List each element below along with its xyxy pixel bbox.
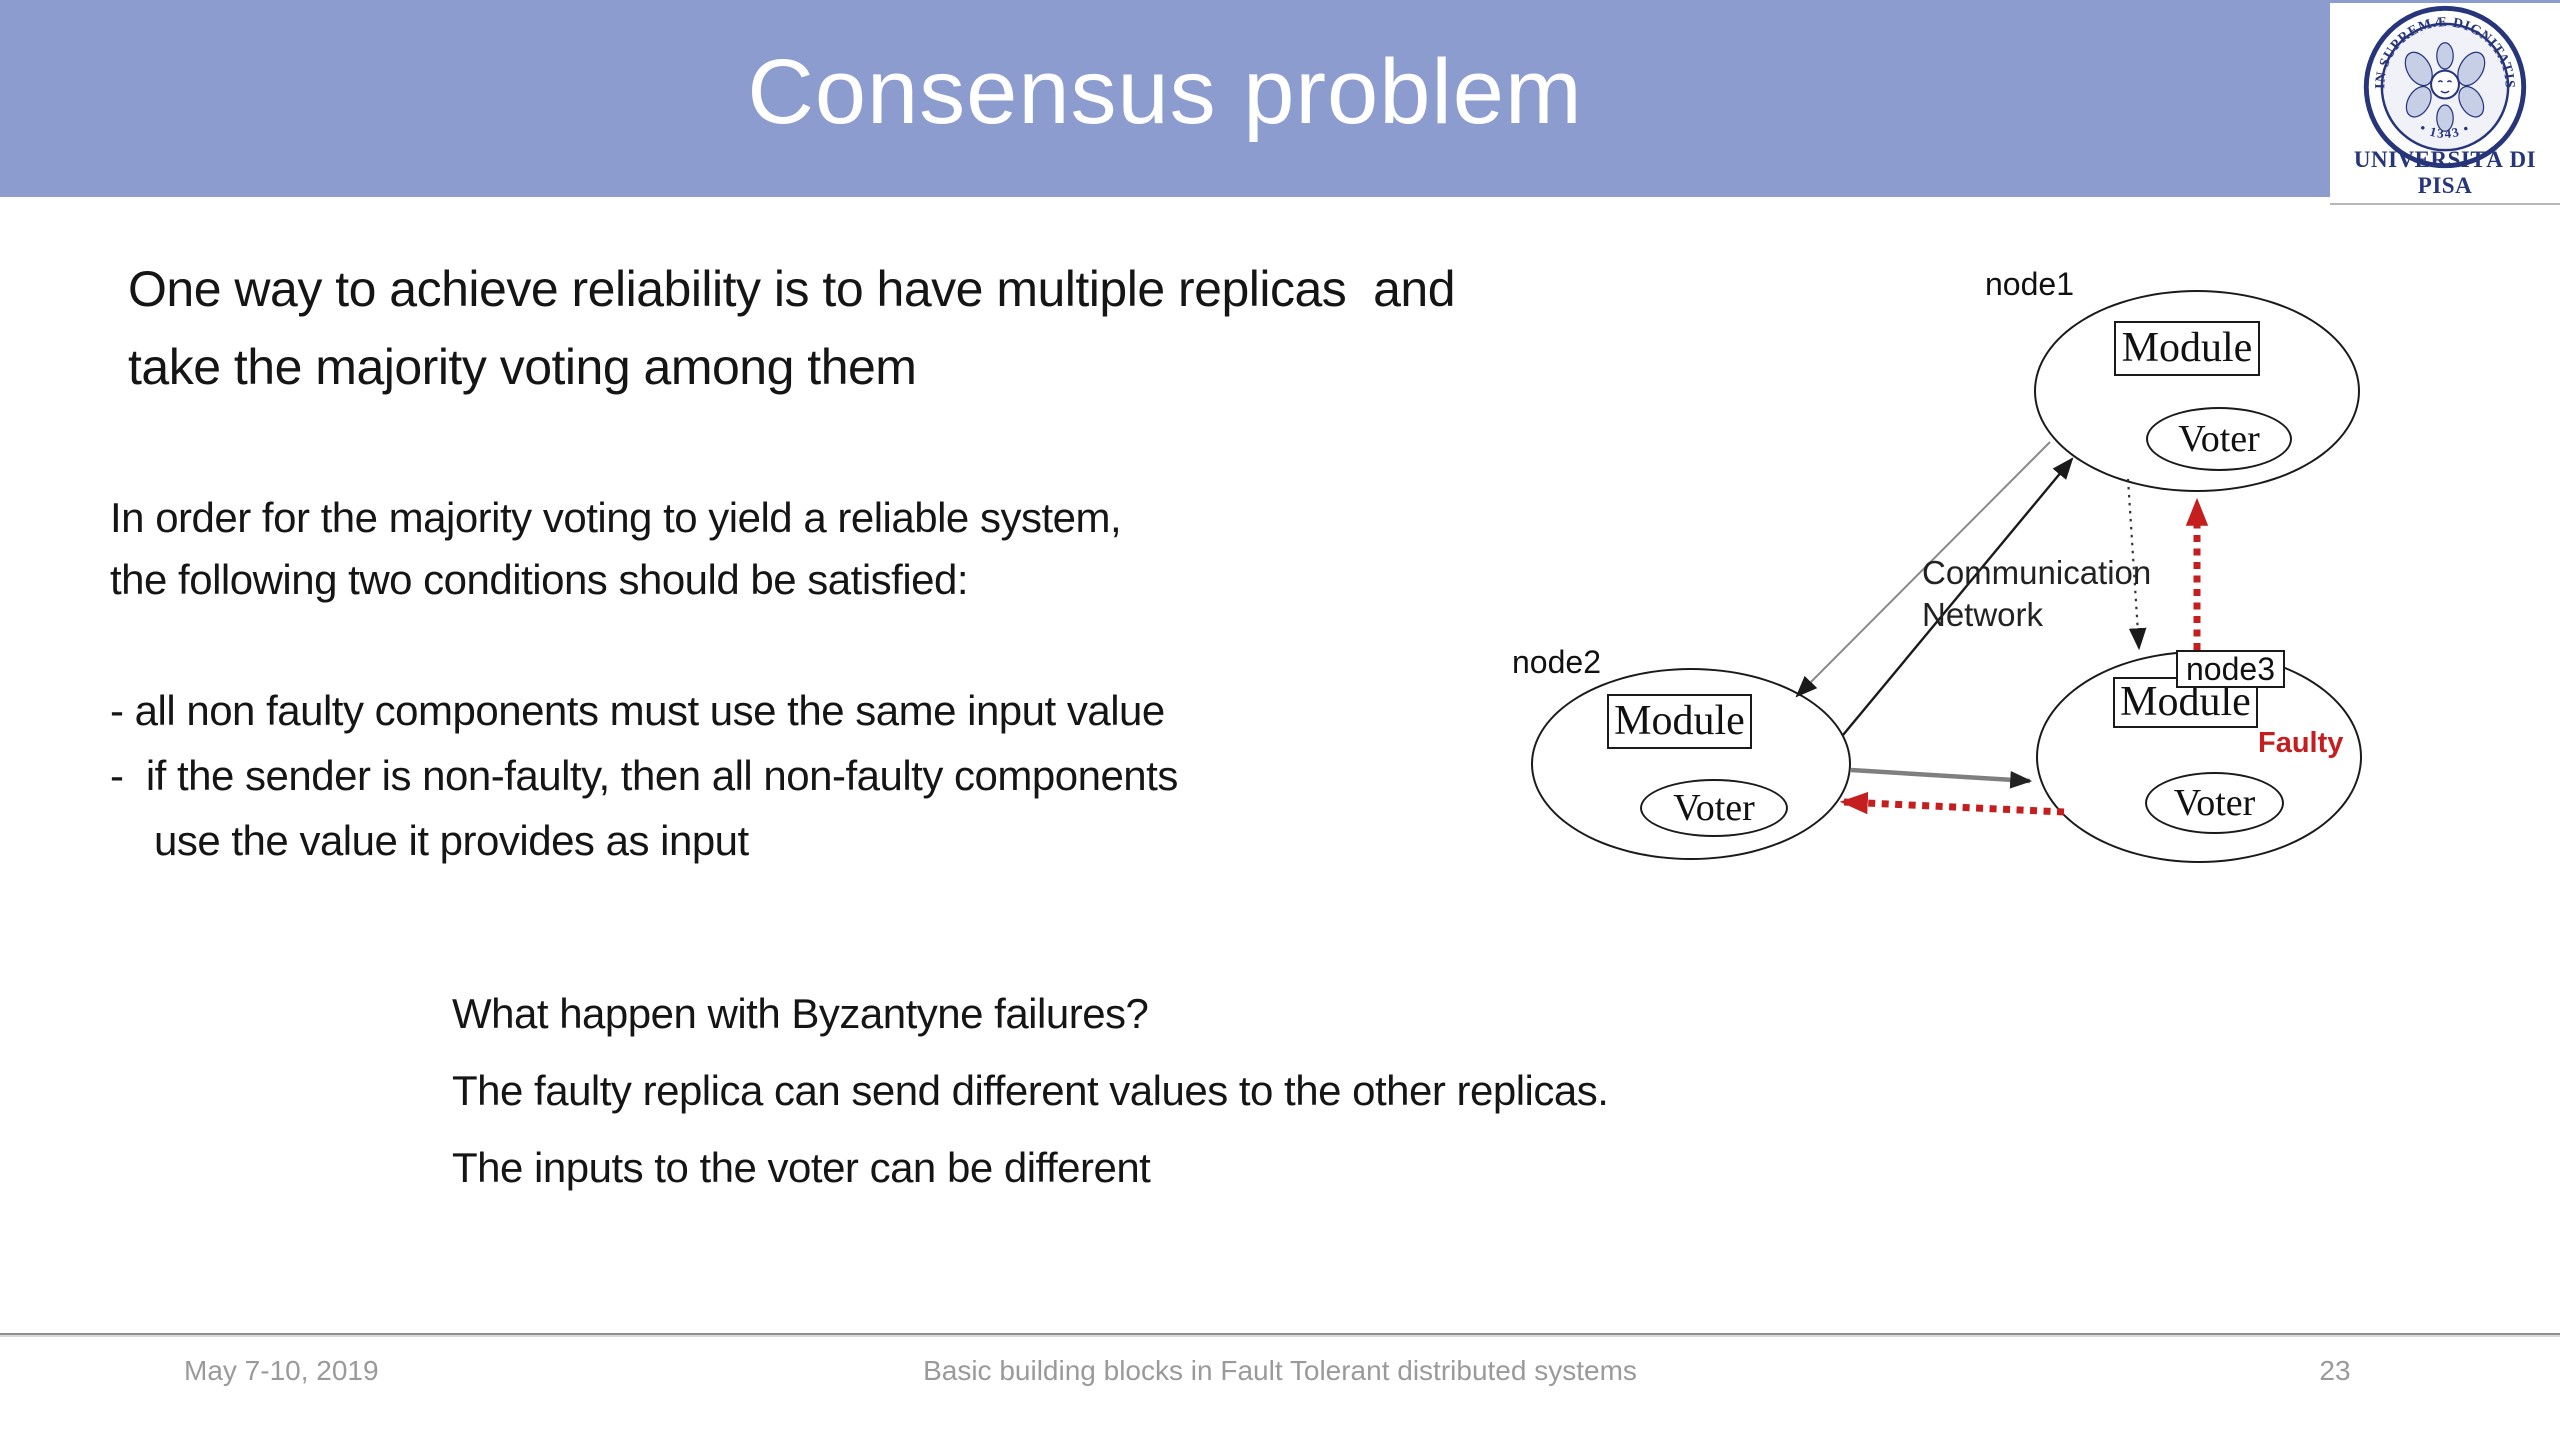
node1-module-box: Module	[2114, 321, 2260, 376]
conditions-line-1: In order for the majority voting to yiel…	[110, 494, 1122, 541]
list-item: - if the sender is non-faulty, then all …	[110, 752, 1178, 799]
intro-line-1: One way to achieve reliability is to hav…	[128, 261, 1456, 317]
node1-label: node1	[1985, 266, 2074, 302]
footer-title: Basic building blocks in Fault Tolerant …	[923, 1355, 1637, 1386]
conditions-paragraph: In order for the majority voting to yiel…	[110, 487, 1122, 611]
footer-date: May 7-10, 2019	[184, 1355, 379, 1386]
link-node3-to-node2-red	[1839, 791, 2065, 816]
pisa-seal-icon: IN SUPREMÆ DIGNITATIS • 1343 •	[2363, 5, 2527, 169]
node2-voter-ellipse: Voter	[1640, 779, 1788, 837]
node2-module-box: Module	[1607, 694, 1752, 749]
intro-paragraph: One way to achieve reliability is to hav…	[128, 250, 1456, 406]
university-logo: IN SUPREMÆ DIGNITATIS • 1343 • UNIVERSIT…	[2330, 3, 2560, 205]
node2-ellipse	[1531, 668, 1851, 860]
conditions-list: - all non faulty components must use the…	[110, 678, 1178, 873]
network-label-line-1: Communication	[1922, 554, 2152, 591]
node1-voter-ellipse: Voter	[2146, 407, 2292, 471]
node2-label: node2	[1512, 644, 1601, 680]
byzantine-paragraph: What happen with Byzantyne failures? The…	[452, 975, 1609, 1206]
intro-line-2: take the majority voting among them	[128, 339, 917, 395]
byzantine-line-3: The inputs to the voter can be different	[452, 1144, 1151, 1191]
list-item-continuation: use the value it provides as input	[154, 817, 749, 864]
university-name: UNIVERSITÀ DI PISA	[2353, 147, 2537, 198]
list-item: - all non faulty components must use the…	[110, 687, 1165, 734]
footer-divider	[0, 1333, 2560, 1337]
page-title: Consensus problem	[747, 41, 1583, 143]
byzantine-line-2: The faulty replica can send different va…	[452, 1067, 1609, 1114]
header-band	[0, 0, 2560, 197]
node3-voter-ellipse: Voter	[2145, 772, 2284, 834]
link-node2-to-node3-gray	[1850, 767, 2033, 789]
conditions-line-2: the following two conditions should be s…	[110, 556, 969, 603]
node3-label: node3	[2176, 650, 2285, 688]
faulty-status-label: Faulty	[2258, 727, 2344, 759]
byzantine-line-1: What happen with Byzantyne failures?	[452, 990, 1149, 1037]
page-number: 23	[2319, 1355, 2351, 1386]
network-label-line-2: Network	[1922, 596, 2044, 633]
node1-ellipse	[2034, 290, 2360, 492]
communication-network-label: Communication Network	[1922, 552, 2151, 636]
